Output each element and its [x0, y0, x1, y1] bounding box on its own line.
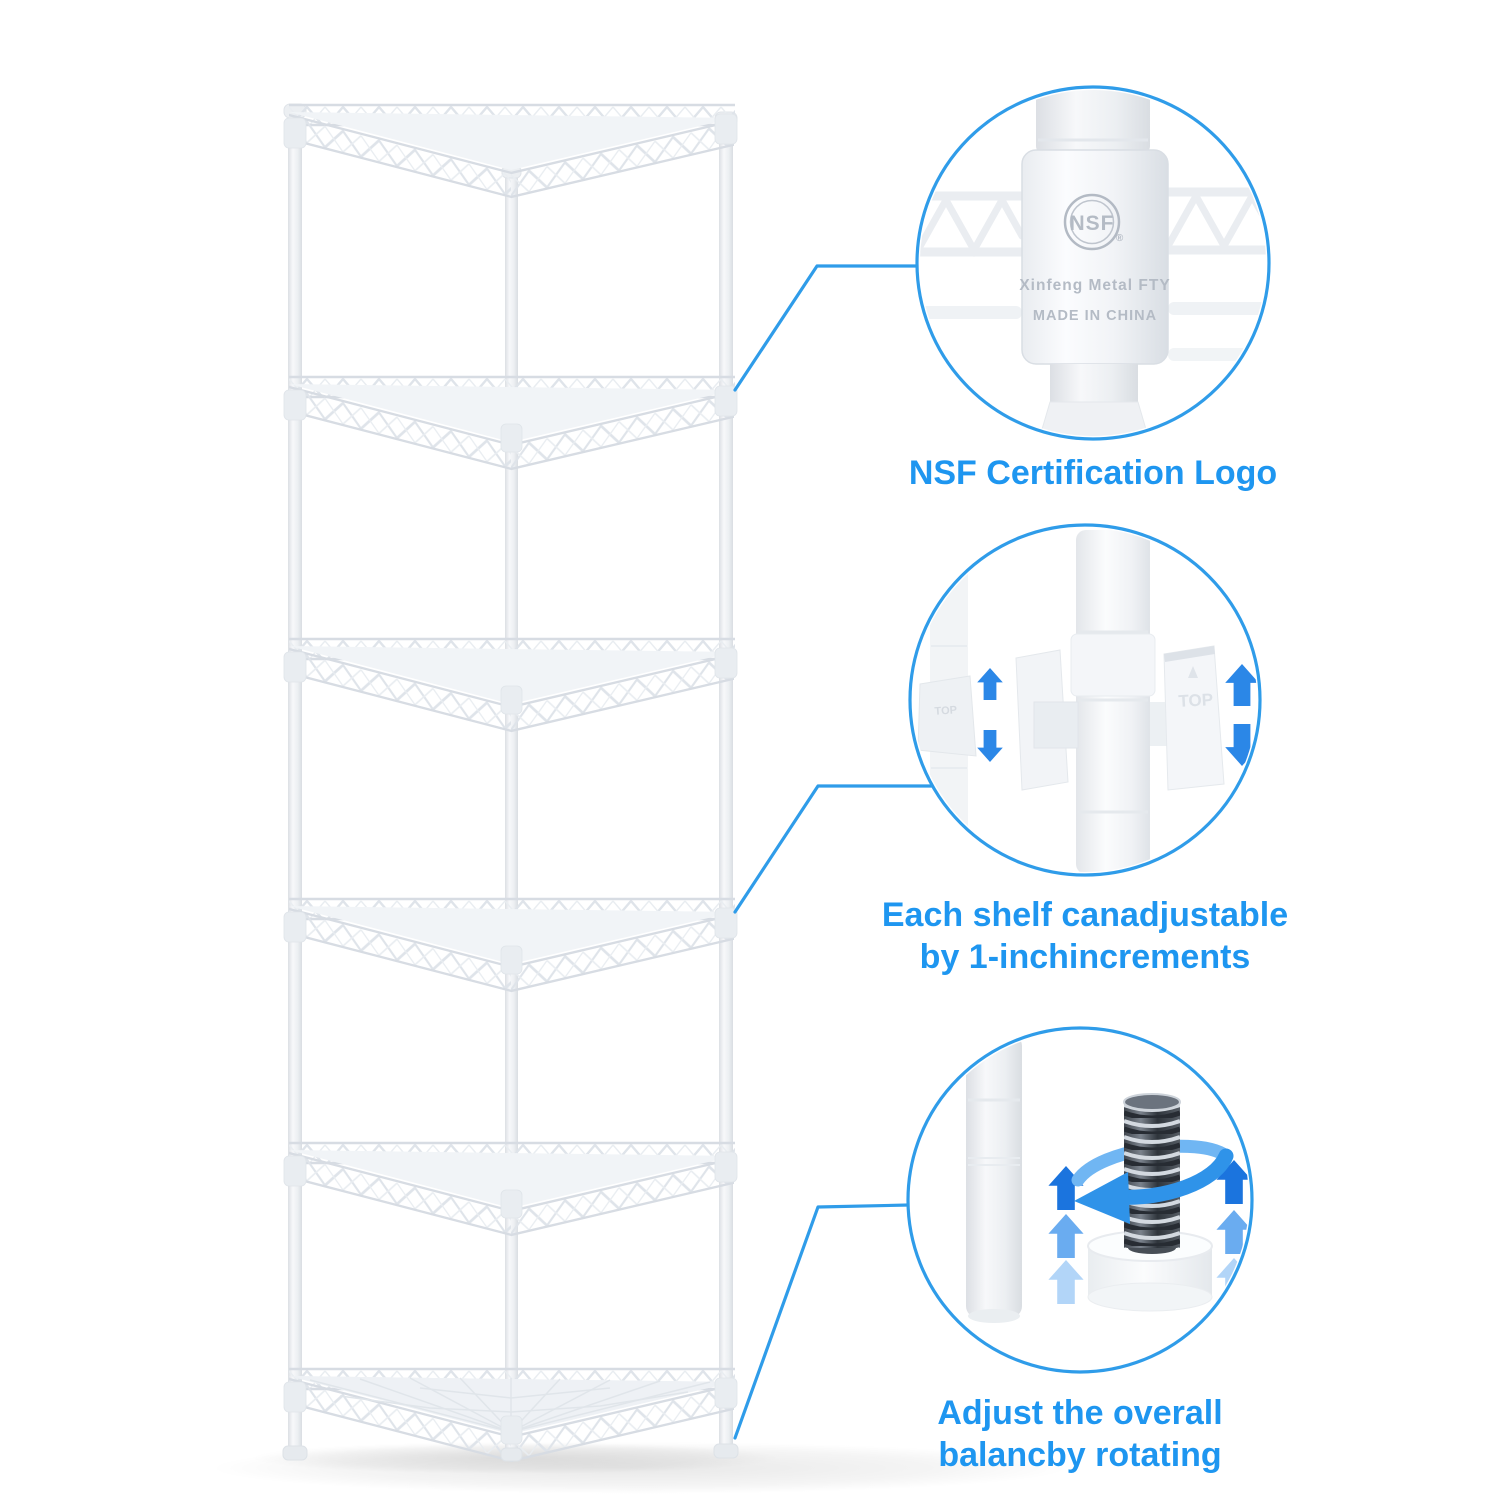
pole-collar — [1070, 633, 1156, 697]
shelf-clip-left — [917, 675, 977, 757]
caption-adjustable: Each shelf canadjustable by 1-inchincrem… — [865, 894, 1305, 978]
wire-rail-left — [920, 306, 1022, 319]
clip-label-right: TOP — [1178, 690, 1214, 711]
callout-line-adjustable — [733, 784, 935, 914]
clip-tab — [1033, 701, 1079, 749]
nsf-logo-ring — [1063, 193, 1121, 251]
clip-arrow-glyph — [1188, 666, 1198, 678]
center-pole-closeup — [1076, 530, 1150, 872]
wire-truss-left — [920, 191, 1027, 258]
corner-shelf-unit — [282, 102, 739, 1464]
clip-label-left: TOP — [934, 704, 957, 718]
callout-line-nsf — [733, 264, 919, 392]
shelf-2 — [287, 374, 737, 472]
shelf-3 — [287, 636, 737, 734]
rotate-arrow-front — [1108, 1148, 1234, 1205]
caption-leveling-line2: balancby rotating — [938, 1436, 1222, 1474]
caption-adjustable-line1: Each shelf canadjustable — [881, 896, 1289, 934]
left-pole — [288, 112, 302, 1452]
shelf-4 — [287, 896, 737, 994]
callout-circle-leveling — [906, 1026, 1254, 1374]
shelf-clip-right — [1163, 645, 1225, 791]
callout-circle-adjustable: TOP TOP — [908, 523, 1262, 877]
caption-nsf-text: NSF Certification Logo — [908, 454, 1278, 492]
rotate-arrowhead — [1074, 1172, 1130, 1224]
nsf-registered-mark: ® — [1116, 233, 1124, 244]
joint-sleeves — [283, 113, 738, 1445]
nsf-logo-text: NSF — [1070, 212, 1115, 235]
right-pole — [719, 120, 733, 1452]
wire-rail-right-2 — [1168, 348, 1266, 361]
callout-line-leveling — [733, 1203, 911, 1440]
center-pole — [505, 172, 518, 1452]
shelf-1 — [287, 102, 737, 200]
engraving-factory: Xinfeng Metal FTY — [1019, 277, 1170, 294]
callout-circle-nsf: NSF ® Xinfeng Metal FTY MADE IN CHINA — [915, 85, 1271, 441]
nsf-sleeve — [1021, 149, 1169, 365]
engraving-origin: MADE IN CHINA — [1033, 308, 1157, 324]
pole-closeup — [966, 1034, 1022, 1318]
leveling-feet — [282, 1443, 739, 1462]
pole-top — [1036, 90, 1150, 154]
shelf-5 — [287, 1140, 737, 1238]
threaded-screw — [1123, 1093, 1181, 1248]
caption-leveling: Adjust the overall balancby rotating — [860, 1392, 1300, 1476]
wire-rail-right — [1168, 302, 1266, 315]
caption-leveling-line1: Adjust the overall — [937, 1394, 1223, 1432]
caption-nsf: NSF Certification Logo — [873, 452, 1313, 494]
caption-adjustable-line2: by 1-inchincrements — [919, 938, 1251, 976]
